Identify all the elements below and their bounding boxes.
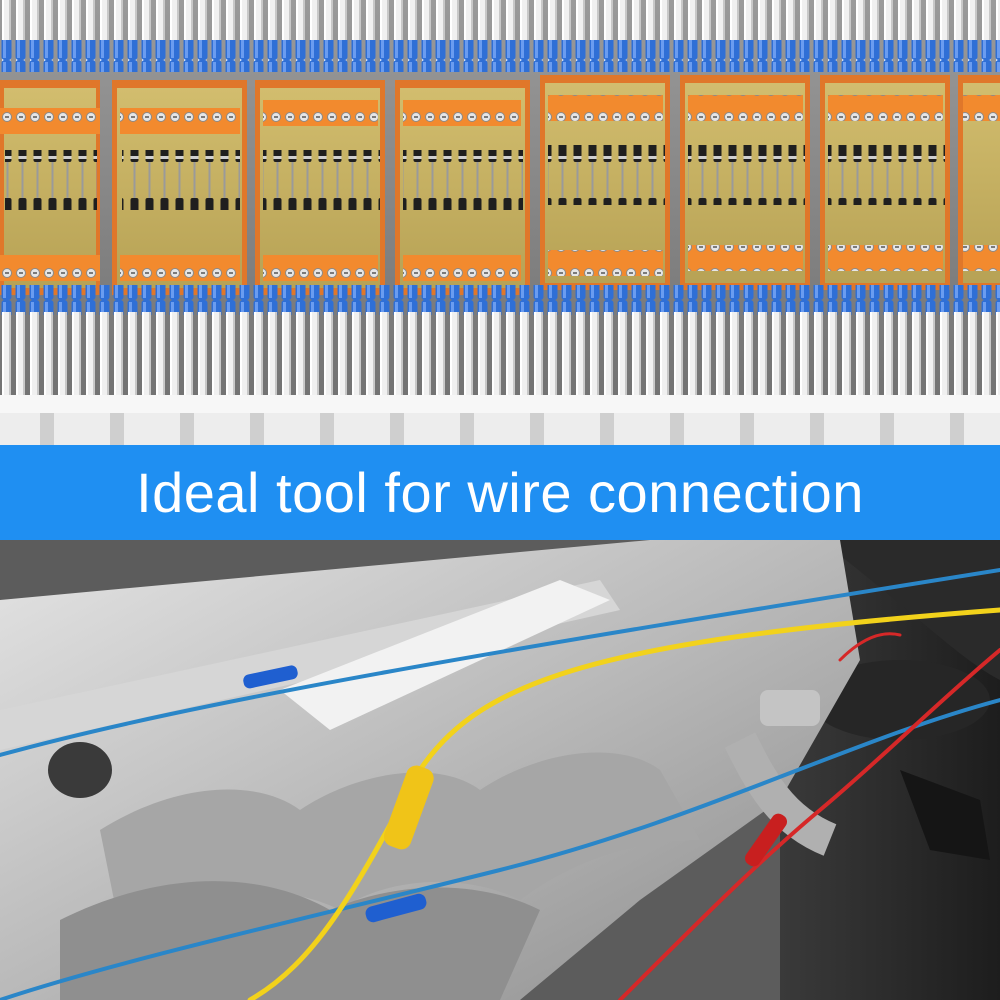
terminal-block-photo [0, 0, 1000, 445]
terminal-boards [0, 75, 1000, 295]
headline-banner: Ideal tool for wire connection [0, 445, 1000, 540]
wires [0, 568, 1000, 1000]
connectors [243, 665, 788, 923]
headline-text: Ideal tool for wire connection [136, 461, 864, 524]
engine-wires-photo [0, 540, 1000, 1000]
